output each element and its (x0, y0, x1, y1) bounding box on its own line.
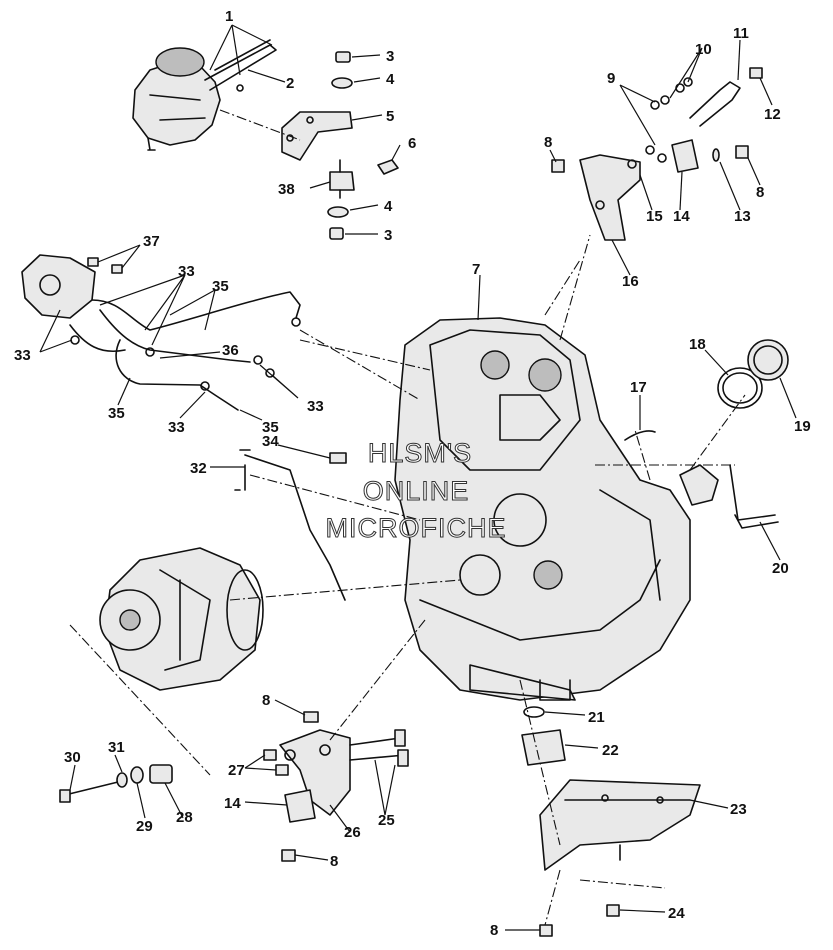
upper-mount-bracket (281, 51, 399, 240)
intake-boot (624, 339, 789, 441)
callout-26: 26 (344, 824, 361, 841)
callout-34: 34 (262, 433, 279, 450)
callout-37: 37 (143, 233, 160, 250)
callouts: 1 2 3 4 5 6 38 4 3 37 33 35 33 36 35 33 … (14, 8, 811, 939)
callout-30: 30 (64, 749, 81, 766)
callout-14a: 14 (673, 208, 690, 225)
callout-23: 23 (730, 801, 747, 818)
callout-7: 7 (472, 261, 480, 278)
callout-4: 4 (386, 71, 395, 88)
fuel-pump-assembly (21, 254, 301, 411)
callout-13: 13 (734, 208, 751, 225)
callout-24: 24 (668, 905, 685, 922)
callout-3: 3 (386, 48, 394, 65)
carburetor (132, 39, 277, 151)
callout-4b: 4 (384, 198, 393, 215)
callout-5: 5 (386, 108, 394, 125)
callout-1: 1 (225, 8, 233, 25)
callout-32: 32 (190, 460, 207, 477)
callout-33c: 33 (168, 419, 185, 436)
front-mount (59, 711, 409, 862)
callout-8c: 8 (262, 692, 270, 709)
callout-38: 38 (278, 181, 295, 198)
callout-6: 6 (408, 135, 416, 152)
callout-17: 17 (630, 379, 647, 396)
callout-11: 11 (733, 25, 749, 42)
callout-14b: 14 (224, 795, 241, 812)
callout-25: 25 (378, 812, 395, 829)
drive-clutch (99, 547, 264, 691)
callout-35b: 35 (108, 405, 125, 422)
callout-31: 31 (108, 739, 125, 756)
callout-15: 15 (646, 208, 663, 225)
callout-20: 20 (772, 560, 789, 577)
watermark-line-1: HLSM'S (368, 438, 472, 468)
callout-8e: 8 (490, 922, 498, 939)
callout-3b: 3 (384, 227, 392, 244)
callout-9: 9 (607, 70, 615, 87)
watermark-line-2: ONLINE (363, 476, 470, 506)
callout-28: 28 (176, 809, 193, 826)
callout-8b: 8 (756, 184, 764, 201)
callout-36: 36 (222, 342, 239, 359)
callout-10: 10 (695, 41, 712, 58)
upper-right-mount (551, 67, 763, 241)
assembly-lines (69, 109, 746, 926)
callout-33b: 33 (14, 347, 31, 364)
callout-8a: 8 (544, 134, 552, 151)
engine (394, 317, 719, 701)
watermark-line-3: MICROFICHE (326, 513, 507, 543)
callout-8d: 8 (330, 853, 338, 870)
rear-mount (521, 706, 701, 937)
callout-2: 2 (286, 75, 294, 92)
callout-35a: 35 (212, 278, 229, 295)
leader-lines (39, 24, 797, 931)
dipstick (729, 464, 779, 529)
callout-19: 19 (794, 418, 811, 435)
callout-33a: 33 (178, 263, 195, 280)
callout-16: 16 (622, 273, 639, 290)
watermark: HLSM'S ONLINE MICROFICHE (325, 438, 507, 544)
callout-21: 21 (588, 709, 605, 726)
callout-29: 29 (136, 818, 153, 835)
callout-12: 12 (764, 106, 781, 123)
callout-33d: 33 (307, 398, 324, 415)
callout-22: 22 (602, 742, 619, 759)
callout-18: 18 (689, 336, 706, 353)
callout-27: 27 (228, 762, 245, 779)
callout-35c: 35 (262, 419, 279, 436)
